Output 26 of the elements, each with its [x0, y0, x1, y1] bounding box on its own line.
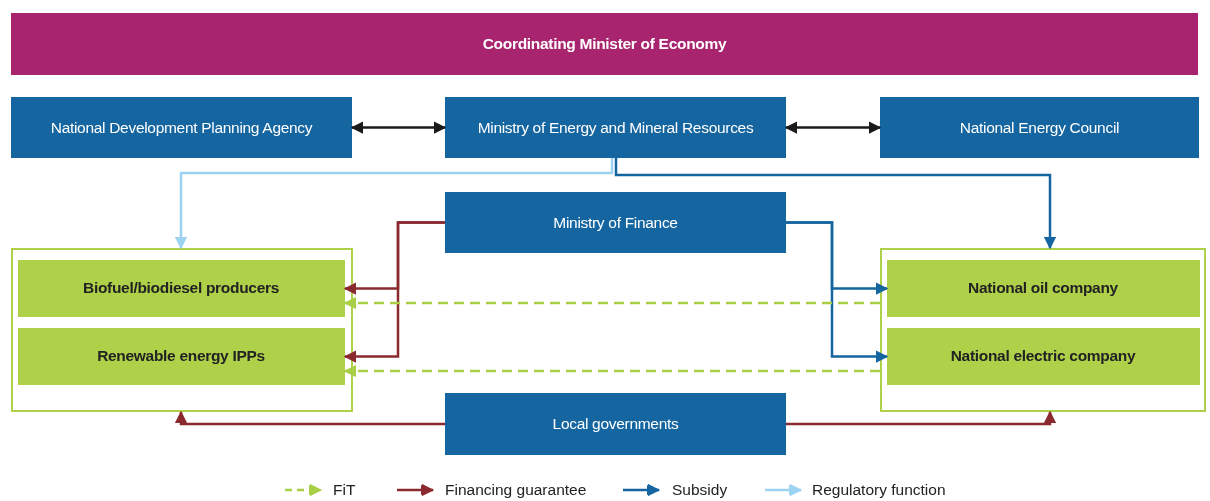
arrow	[784, 121, 882, 134]
legend-label: Regulatory function	[812, 481, 946, 499]
arrow	[343, 364, 880, 378]
agency-box: Ministry of Finance	[445, 192, 786, 253]
arrow	[350, 121, 447, 134]
group-frame	[880, 248, 1206, 412]
entity-box: Biofuel/biodiesel producers	[17, 259, 345, 317]
arrow	[343, 296, 880, 310]
entity-box: Renewable energy IPPs	[17, 327, 345, 385]
legend-label: Subsidy	[672, 481, 728, 499]
entity-box: National oil company	[886, 259, 1200, 317]
legend-label: FiT	[333, 481, 356, 499]
arrow	[343, 221, 445, 363]
agency-box: National Energy Council	[880, 97, 1199, 158]
arrow	[786, 410, 1057, 426]
arrow	[786, 221, 889, 363]
arrow	[614, 158, 1057, 250]
group-frame	[11, 248, 353, 412]
entity-box: National electric company	[886, 327, 1200, 385]
legend-label: Financing guarantee	[445, 481, 587, 499]
arrow	[174, 410, 445, 426]
agency-box: Ministry of Energy and Mineral Resources	[445, 97, 786, 158]
heading-banner: Coordinating Minister of Economy	[11, 13, 1198, 75]
arrow	[174, 158, 614, 250]
agency-box: National Development Planning Agency	[11, 97, 352, 158]
agency-box: Local governments	[445, 393, 786, 455]
